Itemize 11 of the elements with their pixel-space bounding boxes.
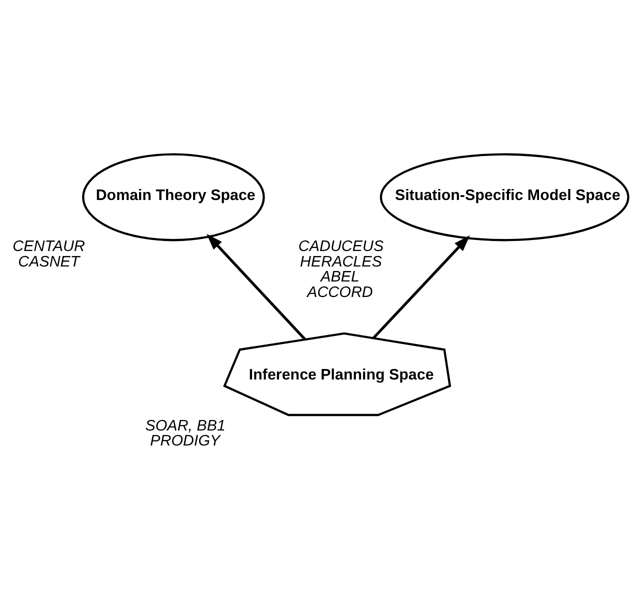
node-label: PRODIGY (150, 432, 220, 450)
arrow (372, 235, 470, 339)
node-label: ABEL (320, 268, 360, 286)
node-ellipse: Situation-Specific Model Space (380, 153, 630, 242)
node-label: CASNET (18, 253, 80, 270)
node-label: ACCORD (307, 284, 373, 301)
node-label: HERACLES (300, 253, 382, 270)
arrow (206, 234, 306, 340)
node-label: CENTAUR (12, 238, 85, 256)
node-label: SOAR, BB1 (145, 417, 226, 434)
node-ellipse: Domain Theory Space (82, 153, 265, 242)
